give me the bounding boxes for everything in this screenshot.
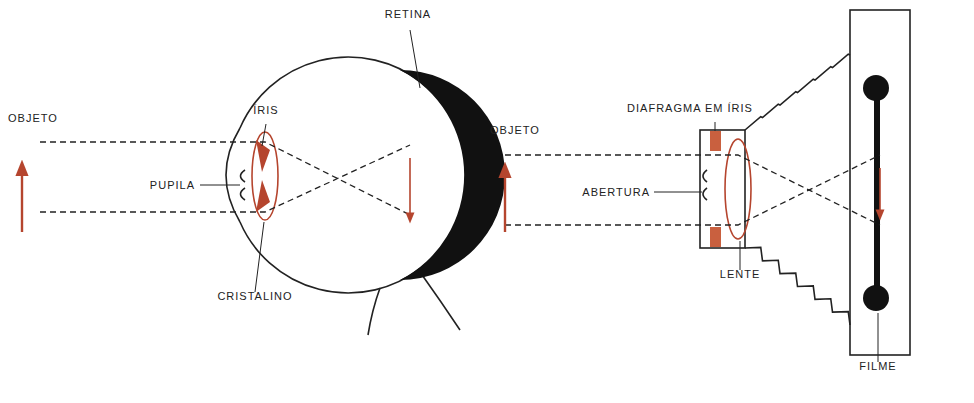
leader-line <box>878 313 879 362</box>
label-text: ÍRIS <box>253 105 278 116</box>
pupil <box>241 170 246 200</box>
leader-line <box>410 30 420 88</box>
retina <box>400 70 505 280</box>
eye-socket <box>368 288 380 335</box>
light-ray <box>40 145 410 212</box>
diaphragm <box>710 227 721 247</box>
lens-housing <box>700 130 745 248</box>
label-text: CRISTALINO <box>217 291 292 302</box>
leader-line <box>740 241 741 270</box>
film-roller <box>863 285 889 311</box>
aperture <box>703 170 707 200</box>
object-arrow <box>504 170 506 232</box>
bellows <box>745 247 850 325</box>
label-text: ABERTURA <box>582 187 650 198</box>
image-arrow <box>879 168 881 215</box>
object-arrow <box>21 168 23 232</box>
lens <box>725 139 751 239</box>
leader-line <box>200 185 240 186</box>
label-text: RETINA <box>385 9 431 20</box>
iris <box>256 140 270 172</box>
light-ray <box>505 155 880 225</box>
label-text: OBJETO <box>8 113 58 124</box>
label-text: PUPILA <box>150 180 195 191</box>
light-ray <box>505 155 880 225</box>
label-text: FILME <box>859 361 896 372</box>
bellows <box>745 54 850 130</box>
leader-line <box>255 222 264 292</box>
diaphragm <box>710 131 721 151</box>
crystalline-lens <box>252 132 278 220</box>
leader-line <box>715 122 716 131</box>
leader-line <box>262 124 266 146</box>
film-roller <box>863 75 889 101</box>
label-text: LENTE <box>720 269 760 280</box>
film <box>874 88 880 298</box>
camera-back <box>850 10 910 355</box>
eye-socket <box>420 272 460 330</box>
leader-line <box>654 192 702 193</box>
label-text: DIAFRAGMA EM ÍRIS <box>627 103 753 114</box>
light-ray <box>40 142 410 215</box>
iris <box>256 180 270 212</box>
label-text: OBJETO <box>490 125 540 136</box>
image-arrow <box>409 158 411 218</box>
